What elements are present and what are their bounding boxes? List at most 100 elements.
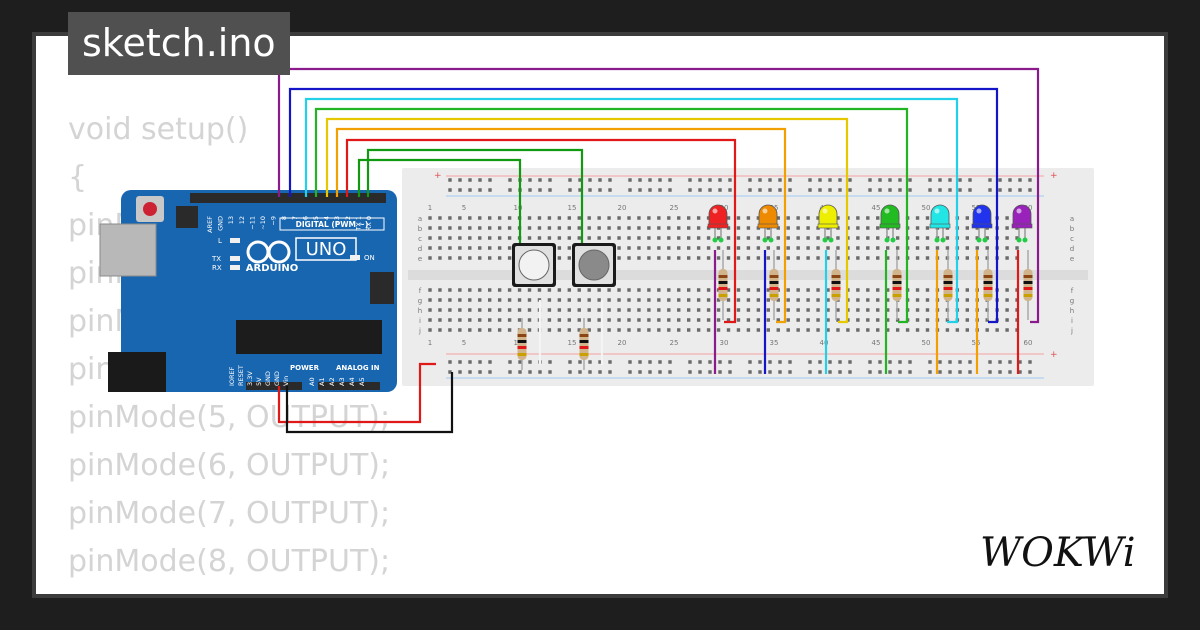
led-orange[interactable]: [758, 204, 778, 227]
column-number: 25: [670, 339, 679, 347]
digital-pin-label: TX 1: [354, 216, 362, 232]
column-number: 50: [922, 204, 931, 212]
led-connection-dot: [762, 237, 768, 243]
code-line[interactable]: pinMode(9, OUTPUT);: [68, 586, 390, 594]
resistor-band: [769, 281, 779, 284]
file-tab[interactable]: sketch.ino: [68, 12, 290, 75]
wire-black-gnd[interactable]: [285, 372, 454, 434]
leds: [707, 204, 1033, 243]
resistor-band: [579, 346, 589, 349]
resistor-band: [718, 275, 728, 278]
column-number: 25: [670, 204, 679, 212]
power-pin-label: IOREF: [228, 366, 236, 386]
wire-red-5v[interactable]: [277, 362, 436, 424]
l-led: [230, 238, 240, 243]
atmega-chip: [236, 320, 382, 354]
power-pin-label: 3.3V: [246, 371, 254, 386]
led-highlight: [976, 208, 982, 214]
resistor-band: [517, 353, 527, 356]
wire-green-button1[interactable]: [357, 158, 522, 245]
analog-pin-label: A3: [338, 377, 346, 386]
resistor-band: [892, 281, 902, 284]
code-line[interactable]: pinMode(7, OUTPUT);: [68, 496, 391, 531]
hole-grid: [428, 178, 1032, 374]
on-label: ON: [364, 254, 375, 262]
column-number: 5: [462, 339, 466, 347]
led-yellow[interactable]: [818, 204, 838, 227]
resistor-band: [718, 281, 728, 284]
led-red[interactable]: [708, 204, 728, 227]
dc-jack: [108, 352, 166, 392]
led-purple[interactable]: [1012, 204, 1032, 227]
l-label: L: [218, 237, 222, 245]
digital-pin-label: GND: [217, 216, 225, 231]
row-letter: c: [1070, 235, 1074, 243]
wire-cyan[interactable]: [304, 97, 959, 324]
led-rim: [929, 223, 951, 229]
reset-button[interactable]: [143, 202, 157, 216]
resistor-band: [769, 294, 779, 297]
icsp-header: [176, 206, 198, 228]
analog-pin-label: A1: [318, 377, 326, 386]
pushbutton-cap[interactable]: [578, 249, 610, 281]
resistor-band: [831, 275, 841, 278]
led-cyan[interactable]: [930, 204, 950, 227]
digital-pin-label: ~11: [248, 216, 256, 230]
wire-purple[interactable]: [277, 67, 1040, 324]
wire-yellow[interactable]: [325, 117, 849, 324]
led-connection-dot: [1016, 237, 1022, 243]
wire-green[interactable]: [314, 107, 909, 324]
led-highlight: [1016, 208, 1022, 214]
row-letter: e: [418, 255, 422, 263]
digital-pin-label: ~5: [312, 216, 320, 226]
row-letter: h: [1070, 307, 1074, 315]
row-letter: f: [1071, 287, 1074, 295]
power-label: POWER: [290, 364, 320, 372]
wire-blue[interactable]: [288, 87, 999, 324]
column-number: 20: [618, 339, 627, 347]
resistor-band: [983, 281, 993, 284]
wire-red-pin3[interactable]: [345, 138, 737, 324]
rail-plus-label-bottom: +: [1050, 350, 1058, 360]
power-pin-label: Vin: [282, 376, 290, 386]
power-header: [246, 382, 302, 390]
resistor-band: [892, 275, 902, 278]
led-connection-dot: [884, 237, 890, 243]
led-connection-dot: [718, 237, 724, 243]
resistor-band: [1023, 281, 1033, 284]
led-green[interactable]: [880, 204, 900, 227]
row-letter: g: [1070, 297, 1074, 305]
pushbutton-cap[interactable]: [518, 249, 550, 281]
code-line[interactable]: pinMode(8, OUTPUT);: [68, 544, 391, 579]
code-line[interactable]: pinMode(6, OUTPUT);: [68, 448, 391, 483]
analog-pin-label: A0: [308, 377, 316, 386]
code-line[interactable]: void setup(): [68, 112, 249, 147]
resistor-band: [517, 346, 527, 349]
column-number: 50: [922, 339, 931, 347]
resistor-band: [892, 294, 902, 297]
wire-green-button2[interactable]: [366, 148, 584, 245]
led-connection-dot: [934, 237, 940, 243]
led-connection-dot: [982, 237, 988, 243]
row-letter: j: [418, 327, 421, 335]
wire-orange[interactable]: [335, 127, 787, 324]
resistor-band: [943, 294, 953, 297]
icsp2-header: [370, 272, 394, 304]
column-number: 45: [872, 339, 881, 347]
column-number: 60: [1024, 339, 1033, 347]
column-number: 1: [428, 204, 432, 212]
digital-pin-label: ~3: [333, 216, 341, 226]
led-blue[interactable]: [972, 204, 992, 227]
resistor-band: [983, 275, 993, 278]
led-rim: [817, 223, 839, 229]
code-line[interactable]: {: [68, 160, 88, 195]
row-letter: i: [1071, 317, 1073, 325]
code-line[interactable]: pinMode(5, OUTPUT);: [68, 400, 391, 435]
led-connection-dot: [828, 237, 834, 243]
wokwi-logo-text: WOKWi: [980, 530, 1136, 576]
resistor-band: [943, 287, 953, 290]
wokwi-logo: WOKWi: [980, 530, 1136, 576]
